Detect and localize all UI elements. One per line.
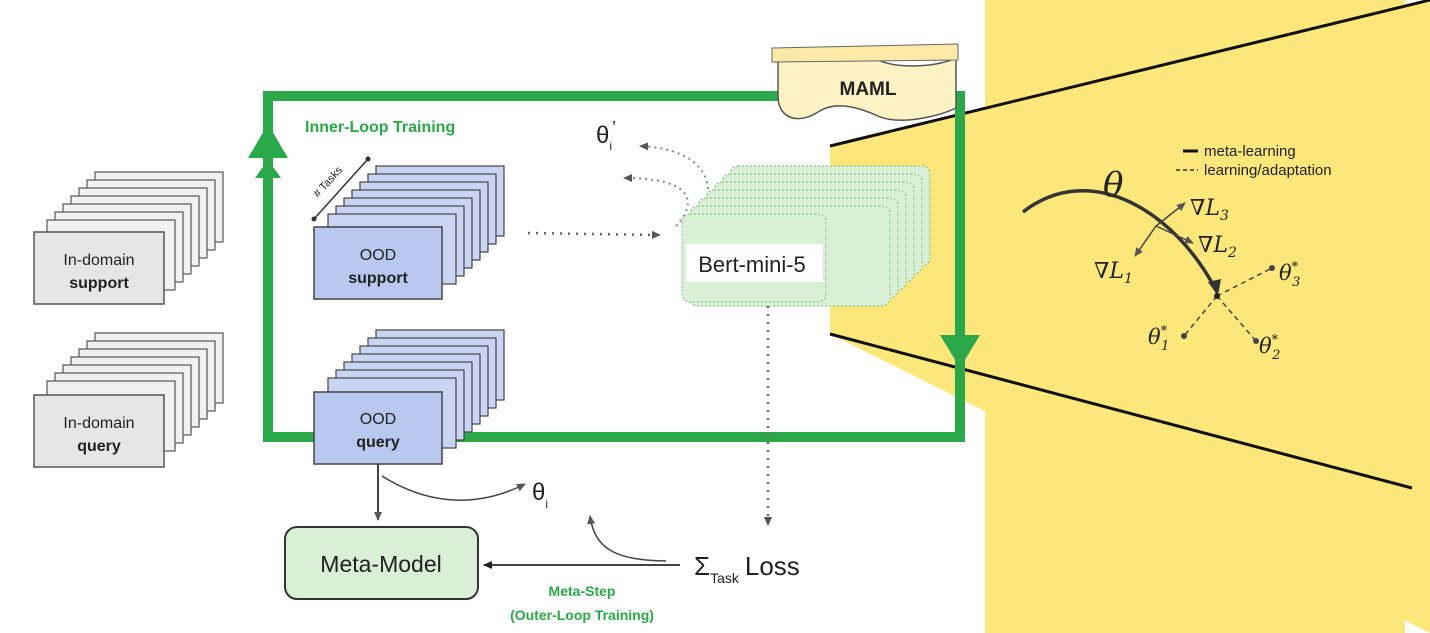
- loss-to-theta-arrow: [587, 515, 667, 562]
- theta1-star-label: θ*1: [1148, 324, 1169, 354]
- theta-prime-label: θi’: [596, 118, 616, 153]
- in-domain-support-line2: support: [69, 275, 129, 292]
- theta3-point: [1269, 265, 1275, 271]
- theta2-star-label: θ*2: [1259, 333, 1280, 363]
- legend-meta-learning: meta-learning: [1204, 143, 1296, 160]
- up-arrowhead: [255, 160, 281, 178]
- theta-i-label: θi: [532, 479, 548, 511]
- inner-loop-frame: [248, 91, 980, 442]
- down-arrowhead: [940, 335, 980, 368]
- maml-banner: [771, 43, 959, 121]
- grad3-arrow: [1155, 202, 1186, 227]
- adapt-line-2: [1216, 295, 1257, 342]
- meta-learning-arrowhead: [1208, 279, 1221, 296]
- meta-model-label: Meta-Model: [320, 551, 441, 577]
- zoom-line-bottom: [829, 332, 1413, 490]
- zoom-line-top: [829, 0, 1430, 148]
- adapt-line-3: [1216, 267, 1273, 297]
- bert-model-label: Bert-mini-5: [698, 252, 806, 277]
- query-to-theta-arrow: [381, 475, 526, 501]
- ood-query-line2: query: [356, 434, 400, 451]
- ood-support-line2: support: [348, 270, 408, 287]
- ood-query-line1: OOD: [360, 411, 396, 428]
- outer-loop-label: (Outer-Loop Training): [510, 607, 654, 623]
- theta3-star-label: θ*3: [1279, 260, 1300, 290]
- grad-L1-label: ∇L1: [1094, 259, 1133, 287]
- ood-query-stack: [313, 329, 505, 465]
- maml-label: MAML: [840, 79, 897, 100]
- in-domain-support-stack: [33, 171, 224, 305]
- grad2-arrow: [1155, 225, 1194, 244]
- inset-theta: θ: [1103, 165, 1123, 205]
- ood-support-stack: [313, 165, 505, 300]
- theta2-point: [1253, 338, 1259, 344]
- meta-step-label: Meta-Step: [549, 583, 616, 599]
- tasks-line: [313, 158, 369, 220]
- in-domain-query-line2: query: [77, 438, 121, 455]
- in-domain-query-line1: In-domain: [63, 415, 134, 432]
- in-domain-support-line1: In-domain: [63, 252, 134, 269]
- grad-L2-label: ∇L2: [1198, 233, 1237, 261]
- dotted-curve-inner: [623, 174, 689, 227]
- bert-model-stack: [681, 165, 931, 307]
- tasks-label: # Tasks: [311, 164, 345, 200]
- theta1-point: [1181, 333, 1187, 339]
- meta-point: [1214, 293, 1220, 299]
- ood-support-line1: OOD: [360, 247, 396, 264]
- in-domain-query-stack: [33, 332, 224, 468]
- inner-loop-label: Inner-Loop Training: [305, 119, 455, 136]
- grad1-arrow: [1134, 225, 1157, 257]
- inset-panel: [829, 0, 1430, 633]
- meta-model-box: [284, 526, 479, 600]
- legend-learning-adaptation: learning/adaptation: [1204, 162, 1332, 179]
- grad-L3-label: ∇L3: [1190, 196, 1229, 224]
- meta-learning-path: [1021, 189, 1219, 293]
- support-to-model-arrow: [527, 230, 661, 239]
